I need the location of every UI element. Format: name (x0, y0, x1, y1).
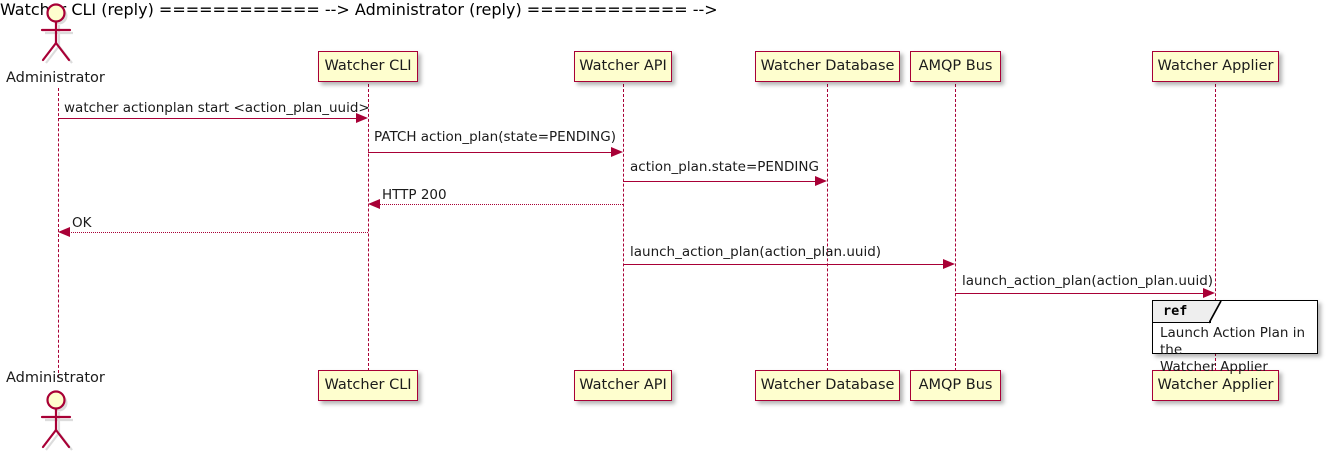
lifeline-watcher-database (827, 84, 828, 371)
participant-watcher-api-bottom[interactable]: Watcher API (574, 370, 672, 401)
message-label-7: launch_action_plan(action_plan.uuid) (962, 273, 1214, 289)
ref-fragment-tab-fold-icon (1209, 301, 1222, 324)
actor-label-administrator-top: Administrator (6, 70, 105, 86)
message-line-7 (955, 293, 1205, 294)
participant-watcher-cli-bottom[interactable]: Watcher CLI (318, 370, 418, 401)
lifeline-watcher-cli (368, 84, 369, 371)
actor-administrator-top (40, 3, 73, 64)
lifeline-amqp-bus (955, 84, 956, 371)
message-arrowhead-1 (356, 112, 368, 123)
message-line-5 (68, 232, 368, 233)
message-arrowhead-5 (58, 226, 70, 237)
ref-fragment-operator-label: ref (1163, 302, 1188, 319)
message-line-4 (378, 204, 623, 205)
participant-amqp-bus-top[interactable]: AMQP Bus (910, 51, 1001, 82)
message-label-3: action_plan.state=PENDING (630, 159, 819, 175)
ref-fragment-body: Launch Action Plan in the Watcher Applie… (1160, 325, 1312, 376)
message-line-3 (623, 181, 817, 182)
message-arrowhead-2 (611, 146, 623, 157)
participant-amqp-bus-bottom[interactable]: AMQP Bus (910, 370, 1001, 401)
participant-watcher-database-bottom[interactable]: Watcher Database (755, 370, 900, 401)
message-arrowhead-7 (1203, 287, 1215, 298)
ref-fragment-text-line-2: Watcher Applier (1160, 359, 1268, 375)
participant-watcher-applier-bottom[interactable]: Watcher Applier (1152, 370, 1279, 401)
message-label-1: watcher actionplan start <action_plan_uu… (64, 100, 370, 116)
ref-fragment-text-line-1: Launch Action Plan in the (1160, 325, 1306, 358)
ref-fragment-tab: ref (1153, 301, 1211, 323)
message-arrowhead-3 (815, 175, 827, 186)
message-line-6 (623, 264, 945, 265)
message-label-5: OK (72, 215, 92, 231)
participant-watcher-applier-top[interactable]: Watcher Applier (1152, 51, 1279, 82)
ref-fragment-launch-action-plan[interactable]: ref Launch Action Plan in the Watcher Ap… (1152, 300, 1318, 375)
message-arrowhead-4 (368, 198, 380, 209)
participant-watcher-database-top[interactable]: Watcher Database (755, 51, 900, 82)
participant-watcher-cli-top[interactable]: Watcher CLI (318, 51, 418, 82)
participant-watcher-api-top[interactable]: Watcher API (574, 51, 672, 82)
message-arrowhead-6 (943, 258, 955, 269)
message-line-1 (58, 118, 358, 119)
lifeline-watcher-applier (1215, 84, 1216, 371)
actor-label-administrator-bottom: Administrator (6, 370, 105, 386)
message-label-6: launch_action_plan(action_plan.uuid) (630, 244, 882, 260)
actor-administrator-bottom (40, 390, 73, 451)
message-line-2 (368, 152, 613, 153)
message-label-4: HTTP 200 (382, 187, 447, 203)
lifeline-watcher-api (623, 84, 624, 371)
message-label-2: PATCH action_plan(state=PENDING) (374, 129, 616, 145)
